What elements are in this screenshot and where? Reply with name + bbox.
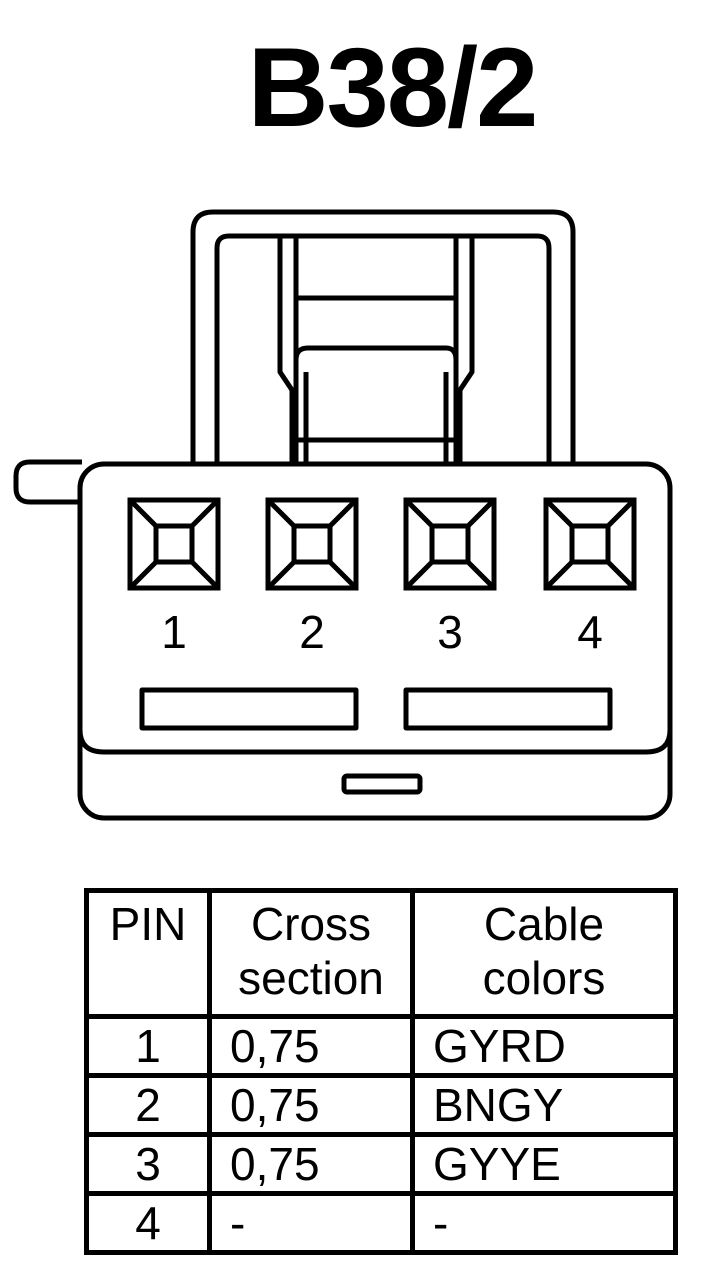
table-row: 1 0,75 GYRD bbox=[84, 1014, 678, 1078]
header-cable-colors: Cable colors bbox=[410, 888, 678, 1019]
table-row: 3 0,75 GYYE bbox=[84, 1132, 678, 1196]
cell-cable-color: GYYE bbox=[410, 1132, 678, 1196]
housing-slot bbox=[341, 773, 423, 795]
latch-outer bbox=[190, 209, 576, 462]
connector-diagram: 1 2 3 4 bbox=[13, 209, 673, 821]
recess-right bbox=[403, 687, 613, 731]
pin-number: 1 bbox=[161, 606, 187, 658]
header-cross-section: Cross section bbox=[207, 888, 415, 1019]
cell-cross-section: - bbox=[207, 1191, 415, 1255]
cell-pin: 3 bbox=[84, 1132, 212, 1196]
side-tab bbox=[13, 459, 82, 505]
header-pin: PIN bbox=[84, 888, 212, 1019]
cell-cable-color: BNGY bbox=[410, 1073, 678, 1137]
pin-assignment-table: PIN Cross section Cable colors 1 0,75 GY… bbox=[84, 888, 678, 1255]
recess-left bbox=[139, 687, 359, 731]
cell-pin: 4 bbox=[84, 1191, 212, 1255]
housing-body bbox=[77, 461, 673, 821]
pin-cavity-4 bbox=[543, 497, 637, 591]
latch-inner bbox=[214, 233, 552, 462]
latch-tongue bbox=[277, 236, 475, 462]
table-row: 4 - - bbox=[84, 1191, 678, 1255]
pin-cavity-3 bbox=[403, 497, 497, 591]
pin-number: 3 bbox=[437, 606, 463, 658]
latch-tongue-bump bbox=[293, 345, 459, 372]
connector-title: B38/2 bbox=[247, 25, 539, 150]
cell-cross-section: 0,75 bbox=[207, 1014, 415, 1078]
header-colors-line2: colors bbox=[482, 952, 606, 1004]
cell-pin: 1 bbox=[84, 1014, 212, 1078]
pin-number: 4 bbox=[577, 606, 603, 658]
pin-number: 2 bbox=[299, 606, 325, 658]
table-header-row: PIN Cross section Cable colors bbox=[84, 888, 678, 1019]
cell-pin: 2 bbox=[84, 1073, 212, 1137]
pin-cavity-2 bbox=[265, 497, 359, 591]
housing-lower-step bbox=[77, 729, 673, 755]
header-colors-line1: Cable bbox=[483, 898, 605, 950]
table-row: 2 0,75 BNGY bbox=[84, 1073, 678, 1137]
header-cross-line2: section bbox=[238, 952, 384, 1004]
pin-cavity-1 bbox=[127, 497, 221, 591]
cell-cable-color: GYRD bbox=[410, 1014, 678, 1078]
cell-cross-section: 0,75 bbox=[207, 1132, 415, 1196]
cell-cable-color: - bbox=[410, 1191, 678, 1255]
cell-cross-section: 0,75 bbox=[207, 1073, 415, 1137]
header-cross-line1: Cross bbox=[250, 898, 372, 950]
